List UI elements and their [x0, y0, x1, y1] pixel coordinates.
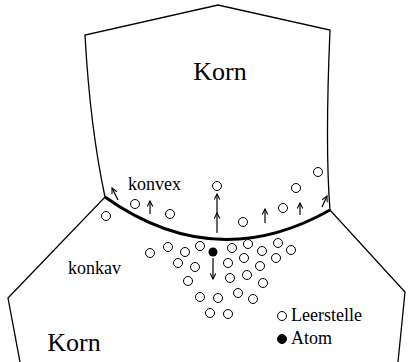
- grain-boundary: [8, 197, 405, 362]
- vacancy: [240, 254, 249, 263]
- vacancy: [196, 242, 205, 251]
- legend: LeerstelleAtom: [276, 304, 362, 350]
- atom-symbol: [278, 334, 287, 343]
- atom-flow-arrow: [212, 258, 213, 279]
- vacancy: [213, 182, 222, 191]
- diffusion-arrows: [112, 188, 327, 279]
- vacancy: [259, 279, 268, 288]
- grain: Korn: [0, 190, 413, 362]
- vacancy-flow-arrow: [216, 194, 217, 233]
- vacancy: [206, 309, 215, 318]
- grain-boundary: [85, 5, 330, 240]
- vacancy: [181, 248, 190, 257]
- grain: Korn: [80, 0, 335, 245]
- legend-row: Leerstelle: [276, 304, 362, 327]
- vacancy: [287, 246, 296, 255]
- legend-text: Leerstelle: [291, 306, 362, 326]
- vacancy: [274, 239, 283, 248]
- flow-arrow: [322, 196, 327, 207]
- vacancy: [243, 271, 252, 280]
- vacancy: [279, 204, 288, 213]
- vacancy: [174, 259, 183, 268]
- flow-arrow: [149, 201, 150, 214]
- vacancies: [102, 168, 323, 319]
- vacancy: [146, 249, 155, 258]
- vacancy: [234, 289, 243, 298]
- vacancy: [224, 310, 233, 319]
- vacancy: [314, 168, 323, 177]
- grain-label: Korn: [193, 58, 246, 87]
- flow-arrow: [264, 209, 265, 223]
- grain-label: Korn: [47, 329, 100, 358]
- vacancy: [249, 295, 258, 304]
- legend-row: Atom: [276, 327, 362, 350]
- flow-arrow: [299, 203, 300, 215]
- vacancy: [226, 274, 235, 283]
- vacancy: [166, 210, 175, 219]
- grain-outline: [80, 0, 335, 245]
- vacancy: [244, 240, 253, 249]
- atom: [209, 248, 218, 257]
- vacancy: [131, 200, 140, 209]
- vacancy: [224, 259, 233, 268]
- vacancy: [102, 212, 111, 221]
- vacancy: [191, 263, 200, 272]
- vacancy: [258, 247, 267, 256]
- vacancy: [292, 184, 301, 193]
- vacancy: [196, 293, 205, 302]
- vacancy: [164, 243, 173, 252]
- vacancy: [239, 218, 248, 227]
- vacancy-symbol: [278, 311, 287, 320]
- vacancy: [256, 262, 265, 271]
- legend-sample: [276, 310, 288, 322]
- vacancy: [184, 277, 193, 286]
- legend-sample: [276, 333, 288, 345]
- surface-label: konvex: [128, 175, 181, 195]
- vacancy: [228, 244, 237, 253]
- legend-text: Atom: [291, 329, 332, 349]
- surface-label: konkav: [68, 259, 121, 279]
- flow-arrow: [112, 188, 118, 200]
- vacancy: [272, 254, 281, 263]
- vacancy: [214, 294, 223, 303]
